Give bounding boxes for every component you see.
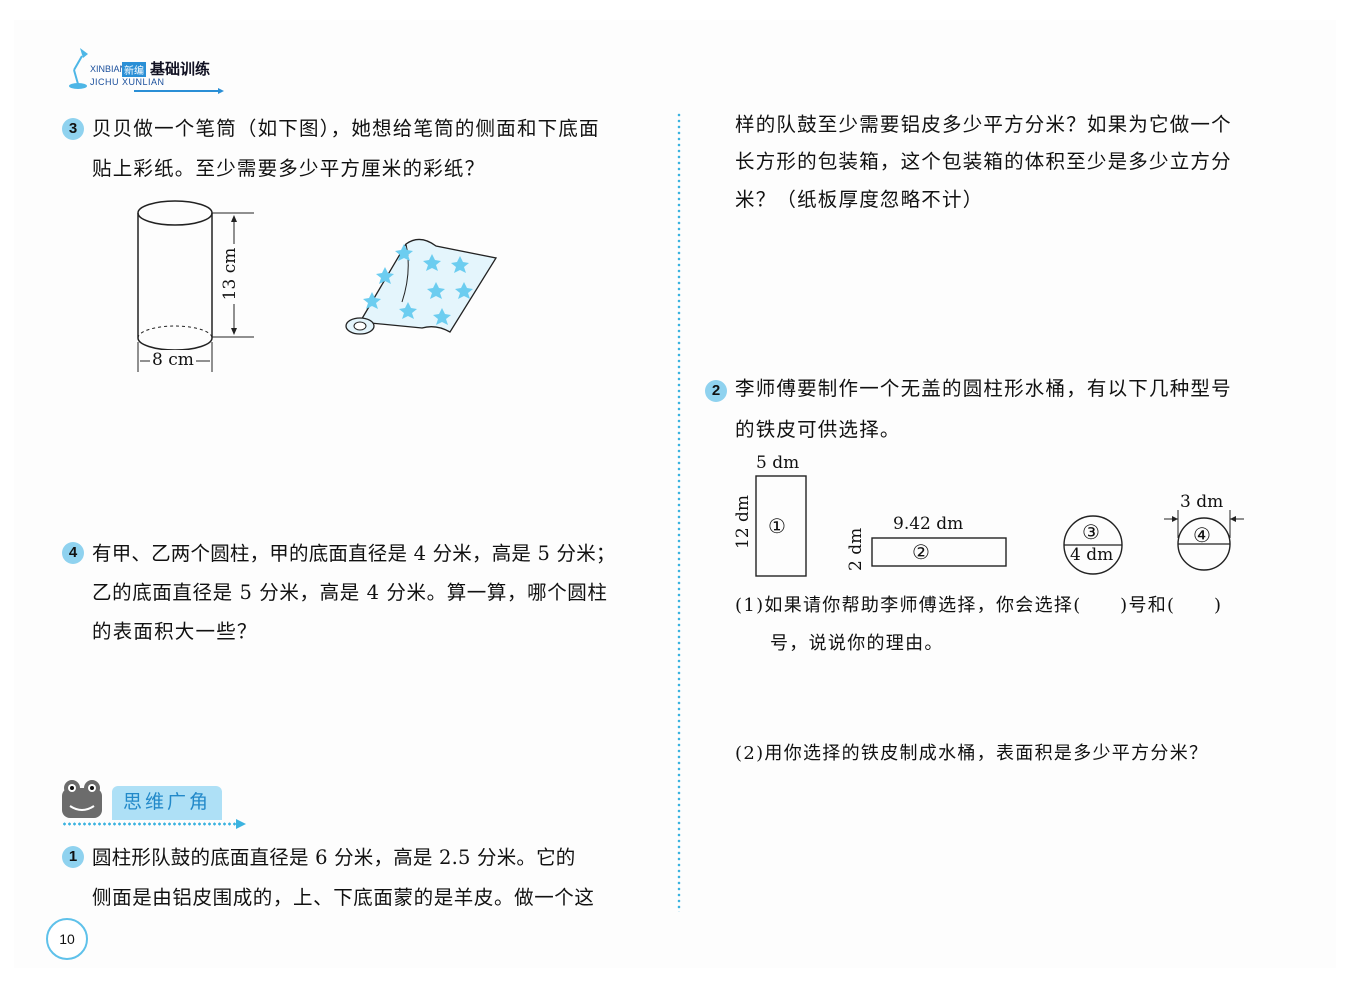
sheet-2-rectangle-figure	[871, 537, 1007, 567]
section-dotted-underline	[62, 822, 238, 826]
question-4-line-1: 有甲、乙两个圆柱，甲的底面直径是 4 分米，高是 5 分米；	[92, 542, 616, 565]
sheet-2-height-label: 2 dm	[846, 527, 866, 571]
section-title-thinking-corner: 思维广角	[112, 786, 222, 820]
question-2-sub-1-line-1: (1)如果请你帮助李师傅选择，你会选择( )号和( )	[735, 595, 1223, 616]
question-2-line-1: 李师傅要制作一个无盖的圆柱形水桶，有以下几种型号	[735, 377, 1232, 400]
logo-pinyin-bottom: JICHU XUNLIAN	[90, 77, 165, 87]
sheet-1-width-label: 5 dm	[756, 453, 800, 473]
question-2-sub-1-line-2: 号，说说你的理由。	[770, 633, 944, 654]
logo-pinyin-top: XINBIAN	[90, 64, 127, 74]
sheet-2-width-label: 9.42 dm	[893, 514, 964, 534]
wrapping-paper-roll-figure	[345, 238, 498, 335]
section-question-1-line-3: 样的队鼓至少需要铝皮多少平方分米？如果为它做一个	[735, 113, 1232, 136]
section-question-1-line-5: 米？（纸板厚度忽略不计）	[735, 188, 984, 211]
question-2-sub-2: (2)用你选择的铁皮制成水桶，表面积是多少平方分米？	[735, 743, 1209, 764]
sheet-4-circle-figure	[1164, 510, 1244, 571]
arrow-underline-icon	[134, 88, 224, 94]
dotted-arrow-icon	[236, 819, 246, 829]
sheet-2-id: ②	[912, 540, 930, 564]
publisher-logo: XINBIAN 新编 基础训练 JICHU XUNLIAN	[66, 44, 236, 94]
question-4-line-2: 乙的底面直径是 5 分米，高是 4 分米。算一算，哪个圆柱	[92, 581, 608, 604]
sheet-3-id: ③	[1082, 520, 1100, 544]
sheet-3-circle-figure	[1063, 515, 1123, 575]
sheet-1-height-label: 12 dm	[733, 494, 753, 549]
page-number: 10	[46, 918, 88, 960]
sheet-4-diameter-label: 3 dm	[1180, 492, 1224, 512]
cylinder-diameter-label: 8 cm	[150, 350, 196, 370]
section-question-1-line-2: 侧面是由铝皮围成的，上、下底面蒙的是羊皮。做一个这	[92, 886, 595, 909]
question-2-line-2: 的铁皮可供选择。	[735, 418, 901, 441]
question-4-number: 4	[62, 542, 84, 564]
cylinder-height-label: 13 cm	[220, 244, 240, 304]
question-3-line-1: 贝贝做一个笔筒（如下图），她想给笔筒的侧面和下底面	[92, 117, 600, 140]
lamp-icon	[69, 48, 88, 89]
section-question-1-line-4: 长方形的包装箱，这个包装箱的体积至少是多少立方分	[735, 150, 1232, 173]
logo-title: 基础训练	[150, 61, 211, 78]
question-3-line-2: 贴上彩纸。至少需要多少平方厘米的彩纸？	[92, 157, 486, 180]
sheet-1-rectangle-figure	[755, 475, 807, 577]
section-question-1-line-1: 圆柱形队鼓的底面直径是 6 分米，高是 2.5 分米。它的	[92, 846, 576, 869]
logo-badge: 新编	[122, 62, 146, 77]
workbook-page	[14, 20, 1336, 968]
frog-mascot-icon	[62, 780, 102, 818]
question-3-number: 3	[62, 118, 84, 140]
sheet-4-id: ④	[1193, 523, 1211, 547]
sheet-1-id: ①	[768, 514, 786, 538]
column-divider	[677, 112, 681, 912]
sheet-3-diameter-label: 4 dm	[1070, 545, 1114, 565]
question-4-line-3: 的表面积大一些？	[92, 620, 258, 643]
section-question-1-number: 1	[62, 846, 84, 868]
cylinder-pen-holder-figure	[137, 200, 254, 372]
question-2-number: 2	[705, 380, 727, 402]
